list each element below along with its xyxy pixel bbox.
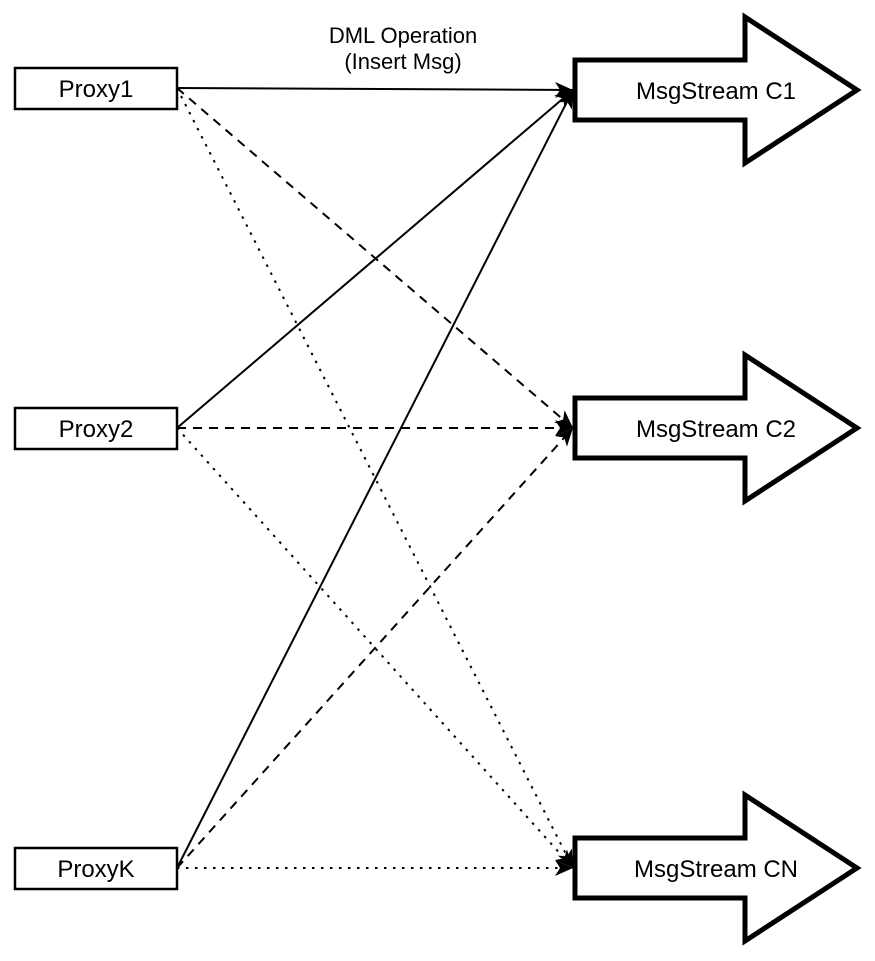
msgstream-c2-node: MsgStream C2 [572,350,862,506]
edge-proxyk-c1 [176,89,574,869]
edge-proxy1-cn [176,87,574,869]
proxyk-label: ProxyK [57,856,134,883]
edges-layer [176,81,574,876]
msgstream-cn-node: MsgStream CN [572,790,862,946]
dml-operation-label-line2: (Insert Msg) [344,49,461,74]
dml-operation-label-line1: DML Operation [329,23,477,48]
msgstream-c1-label: MsgStream C1 [636,78,796,105]
msgstream-c1-arrow-icon [572,12,862,168]
dml-operation-label: DML Operation (Insert Msg) [329,23,477,74]
msgstream-c1-node: MsgStream C1 [572,12,862,168]
edge-proxy1-c1 [176,81,574,98]
edge-proxy1-c2 [176,87,574,429]
proxyk-node: ProxyK [13,846,179,891]
proxy2-node: Proxy2 [13,406,179,451]
proxyk-box [13,846,179,891]
msgstream-c2-arrow-icon [572,350,862,506]
proxy1-box [13,66,179,111]
proxy2-box [13,406,179,451]
edge-proxyk-c2 [176,427,574,869]
proxy1-label: Proxy1 [59,76,134,103]
msgstream-c2-label: MsgStream C2 [636,416,796,443]
msgstream-cn-arrow-icon [572,790,862,946]
msgstream-cn-label: MsgStream CN [634,856,798,883]
proxy1-node: Proxy1 [13,66,179,111]
proxy2-label: Proxy2 [59,416,134,443]
